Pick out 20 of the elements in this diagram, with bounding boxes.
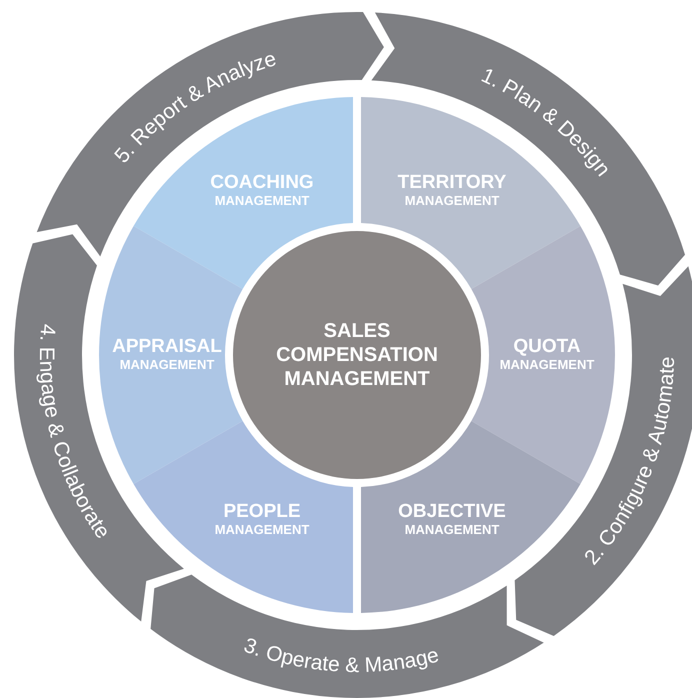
sector-heading: PEOPLE bbox=[223, 502, 301, 523]
sector-subtitle: MANAGEMENT bbox=[500, 358, 594, 373]
step-label: 3. Operate & Manage bbox=[240, 634, 442, 678]
sector-heading: APPRAISAL bbox=[112, 337, 222, 358]
sector-subtitle: MANAGEMENT bbox=[120, 358, 214, 373]
sector-subtitle: MANAGEMENT bbox=[214, 194, 310, 208]
sector-heading: OBJECTIVE bbox=[398, 502, 506, 523]
chevron-arc-segment bbox=[371, 12, 685, 286]
center-title: SALES COMPENSATION MANAGEMENT bbox=[275, 319, 439, 391]
sector-subtitle: MANAGEMENT bbox=[214, 522, 310, 538]
pie-sector bbox=[134, 421, 353, 613]
sector-subtitle: MANAGEMENT bbox=[404, 194, 500, 208]
chevron-arc-segment bbox=[36, 12, 384, 256]
sector-heading: TERRITORY bbox=[398, 172, 506, 194]
sector-subtitle: MANAGEMENT bbox=[404, 522, 500, 538]
chevron-arc-segment bbox=[150, 574, 544, 698]
sector-heading: COACHING bbox=[210, 172, 314, 194]
pie-sector bbox=[361, 421, 580, 613]
center-circle bbox=[233, 231, 481, 479]
sector-heading: QUOTA bbox=[513, 337, 581, 358]
